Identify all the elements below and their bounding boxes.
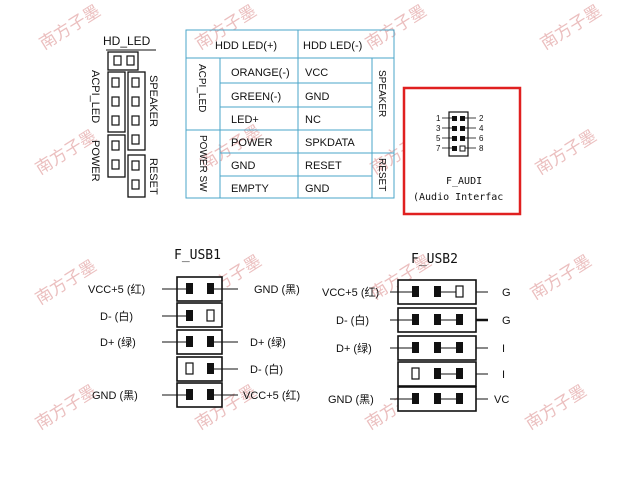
usb1-right-label: VCC+5 (红) (243, 389, 300, 402)
audio-pin-label: 8 (479, 144, 484, 153)
pin-table: HDD LED(+) HDD LED(-) ACPI_LED POWER SW … (185, 29, 395, 199)
watermark: 南方子墨 (537, 1, 605, 54)
table-cell: SPKDATA (305, 137, 355, 149)
audio-pin-label: 6 (479, 134, 484, 143)
f-audio-box: 1 3 5 7 2 4 6 8 F_AUDI (Audio Interfac (402, 86, 522, 216)
f-usb2-title: F_USB2 (411, 252, 458, 267)
f-audio-subtitle: (Audio Interfac (413, 192, 503, 203)
usb2-right-label: G (502, 315, 511, 327)
front-panel-header: HD_LED ACPI_LED POWER SPEAKER RESET (89, 34, 159, 198)
table-cell: RESET (305, 160, 342, 172)
usb1-left-label: GND (黑) (92, 389, 138, 402)
audio-pin-label: 2 (479, 114, 484, 123)
watermark: 南方子墨 (362, 1, 430, 54)
speaker-block (127, 71, 146, 151)
f-usb2: F_USB2 (322, 252, 511, 412)
table-cell: NC (305, 114, 321, 126)
usb1-left-label: D+ (绿) (100, 335, 136, 349)
f-usb1-title: F_USB1 (174, 248, 221, 263)
usb2-right-label: G (502, 287, 511, 299)
watermark: 南方子墨 (527, 251, 595, 304)
usb2-right-label: I (502, 343, 505, 355)
usb2-left-label: VCC+5 (红) (322, 286, 379, 299)
audio-pin-label: 5 (436, 134, 441, 143)
table-cell: LED+ (231, 114, 259, 126)
usb1-right-label: D- (白) (250, 362, 283, 376)
watermark: 南方子墨 (32, 256, 100, 309)
table-cell: GND (305, 183, 330, 195)
table-head-left: HDD LED(+) (215, 40, 277, 52)
usb1-right-label: GND (黑) (254, 283, 300, 296)
watermark: 南方子墨 (36, 1, 104, 54)
table-head-right: HDD LED(-) (303, 40, 362, 52)
usb1-left-label: VCC+5 (红) (88, 283, 145, 296)
watermark: 南方子墨 (522, 381, 590, 434)
f-audio-connector (448, 111, 469, 157)
table-cell: EMPTY (231, 183, 270, 195)
acpi-led-label: ACPI_LED (89, 70, 101, 123)
watermark: 南方子墨 (532, 126, 600, 179)
table-cell: GREEN(-) (231, 91, 281, 103)
speaker-label: SPEAKER (147, 75, 159, 127)
f-audio-title: F_AUDI (446, 176, 482, 187)
usb2-right-label: I (502, 369, 505, 381)
usb2-left-label: GND (黑) (328, 393, 374, 406)
reset-label: RESET (147, 158, 159, 195)
group-reset: RESET (376, 158, 387, 191)
table-cell: ORANGE(-) (231, 67, 290, 79)
audio-pin-label: 3 (436, 124, 441, 133)
audio-pin-label: 4 (479, 124, 484, 133)
usb2-right-label: VC (494, 394, 509, 406)
group-power-sw: POWER SW (197, 135, 208, 192)
power-label: POWER (89, 140, 101, 182)
audio-pin-label: 1 (436, 114, 441, 123)
group-speaker: SPEAKER (376, 70, 387, 117)
usb2-left-label: D+ (绿) (336, 341, 372, 355)
table-cell: POWER (231, 137, 273, 149)
usb2-left-label: D- (白) (336, 313, 369, 327)
audio-pin-label: 7 (436, 144, 441, 153)
f-usb1: F_USB1 VCC+5 (红) D- (白) D+ (绿) GND (黑) (88, 248, 300, 408)
table-cell: VCC (305, 67, 328, 79)
group-acpi-led: ACPI_LED (196, 64, 207, 112)
table-cell: GND (231, 160, 256, 172)
usb1-left-label: D- (白) (100, 309, 133, 323)
table-cell: GND (305, 91, 330, 103)
usb1-right-label: D+ (绿) (250, 335, 286, 349)
watermark: 南方子墨 (32, 381, 100, 434)
hd-led-label: HD_LED (103, 34, 151, 48)
